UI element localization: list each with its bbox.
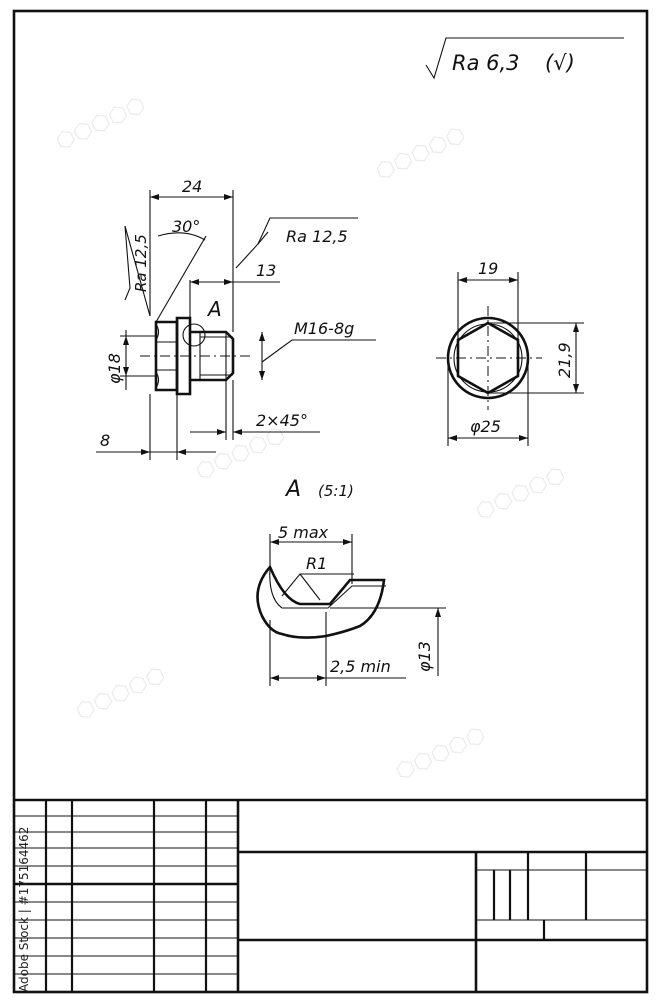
general-roughness-symbol: Ra 6,3 (√)	[425, 37, 624, 80]
title-block	[14, 798, 647, 992]
front-view: A 24 30° Ra 12,5 Ra 12,5 13 M16-8g	[96, 177, 376, 460]
general-roughness-suffix: (√)	[545, 51, 575, 75]
dim-head-length: 8	[100, 431, 110, 450]
side-view: 19 21,9 φ25	[436, 259, 584, 446]
dim-width-max: 5 max	[278, 523, 329, 542]
watermark-pattern: ⬡⬡⬡⬡⬡ ⬡⬡⬡⬡⬡ ⬡⬡⬡⬡⬡ ⬡⬡⬡⬡⬡ ⬡⬡⬡⬡⬡ ⬡⬡⬡⬡⬡	[52, 92, 570, 785]
dim-collar-diameter: φ25	[470, 417, 501, 436]
general-roughness-value: Ra 6,3	[452, 51, 520, 75]
svg-text:⬡⬡⬡⬡⬡: ⬡⬡⬡⬡⬡	[72, 662, 170, 725]
detail-label: A	[284, 477, 301, 502]
detail-view: A (5:1) 5 max R1 φ13 2,5 min	[256, 477, 446, 686]
dim-chamfer: 2×45°	[256, 411, 308, 430]
stock-id-text: Adobe Stock | #175164462	[17, 827, 31, 992]
roughness-right-value: Ra 12,5	[286, 227, 348, 246]
roughness-left-value: Ra 12,5	[132, 234, 150, 292]
svg-text:⬡⬡⬡⬡⬡: ⬡⬡⬡⬡⬡	[392, 722, 490, 785]
detail-scale: (5:1)	[318, 482, 354, 500]
dim-depth-min: 2,5 min	[330, 657, 391, 676]
svg-text:⬡⬡⬡⬡⬡: ⬡⬡⬡⬡⬡	[472, 462, 570, 525]
dim-radius: R1	[306, 554, 327, 573]
dim-total-length: 24	[182, 177, 202, 196]
svg-text:⬡⬡⬡⬡⬡: ⬡⬡⬡⬡⬡	[52, 92, 150, 155]
detail-reference-label: A	[206, 297, 222, 321]
dim-across-corners: 21,9	[555, 342, 574, 378]
dim-head-diameter: φ18	[105, 353, 124, 384]
thread-designation: M16-8g	[294, 319, 354, 338]
sheet-frame	[12, 9, 649, 994]
dim-thread-length: 13	[256, 261, 276, 280]
dim-detail-diameter: φ13	[415, 641, 434, 672]
svg-text:⬡⬡⬡⬡⬡: ⬡⬡⬡⬡⬡	[372, 122, 470, 185]
dim-chamfer-angle: 30°	[172, 217, 200, 236]
dim-across-flats: 19	[478, 259, 498, 278]
